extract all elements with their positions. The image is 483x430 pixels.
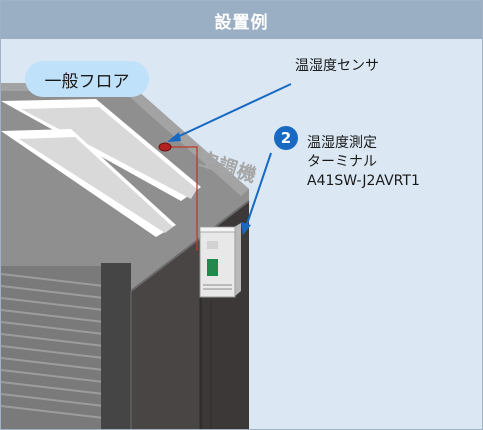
terminal-number-badge: 2 (274, 126, 298, 150)
terminal-side (234, 223, 241, 297)
sensor-wire (166, 146, 198, 251)
vent-stripe-4 (19, 137, 173, 233)
terminal-display (207, 259, 218, 276)
terminal-model: A41SW-J2AVRT1 (307, 173, 420, 189)
terminal-label: 温湿度測定 ターミナル A41SW-J2AVRT1 (307, 134, 420, 191)
sensor-label: 温湿度センサ (295, 58, 379, 74)
terminal-device (199, 223, 241, 298)
figure-title: 設置例 (214, 12, 269, 33)
sensor-arrow-head (167, 132, 181, 142)
location-pill: 一般フロア (25, 61, 149, 97)
sensor-device (158, 142, 172, 152)
terminal-arrow-line (245, 152, 272, 228)
sensor-arrow-line (172, 83, 292, 140)
terminal-label-strip (207, 241, 218, 249)
figure-header: 設置例 (1, 1, 482, 39)
location-label: 一般フロア (44, 71, 130, 92)
terminal-connector (203, 284, 232, 290)
terminal-top (199, 226, 236, 233)
terminal-label-line1: 温湿度測定 (307, 135, 377, 151)
terminal-label-line2: ターミナル (307, 154, 377, 170)
grille-slats (1, 273, 105, 419)
aircon-side-edge (130, 200, 250, 292)
terminal-arrow-head (241, 222, 251, 235)
aircon-illustration (1, 83, 292, 429)
aircon-body-front (101, 263, 131, 429)
